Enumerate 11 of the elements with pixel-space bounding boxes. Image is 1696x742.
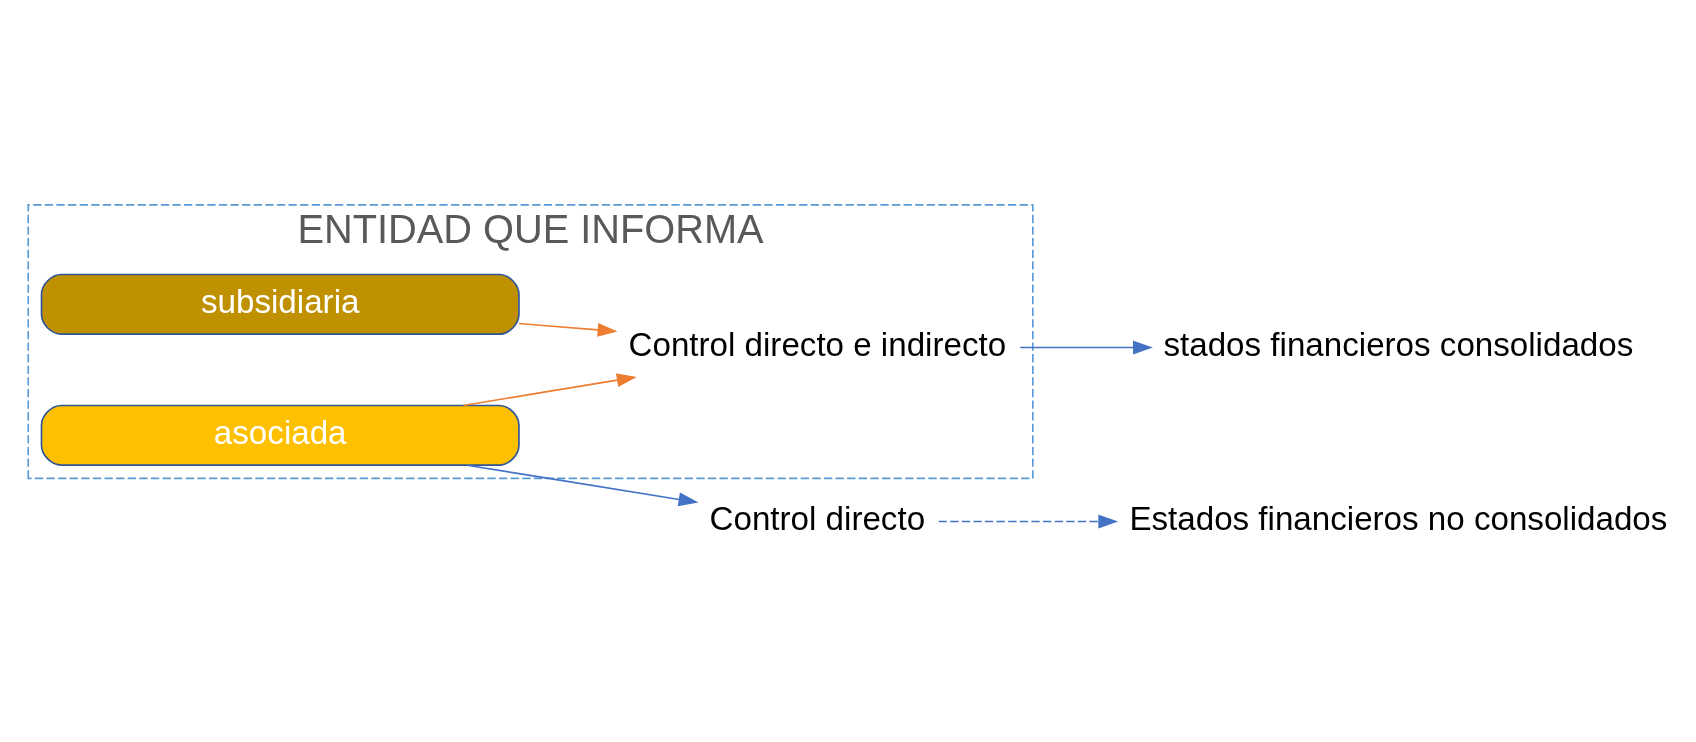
node-box: subsidiaria <box>40 273 520 335</box>
node-text: Control directo e indirecto <box>628 325 1007 363</box>
node-text: Estados financieros no consolidados <box>1129 499 1668 537</box>
arrow <box>518 322 618 337</box>
node-text: Control directo <box>709 499 926 537</box>
arrow <box>937 514 1119 528</box>
arrow <box>462 372 637 406</box>
arrow <box>466 463 699 506</box>
arrow <box>1019 340 1153 354</box>
node-text: stados financieros consolidados <box>1163 325 1634 363</box>
node-box: asociada <box>40 404 520 466</box>
